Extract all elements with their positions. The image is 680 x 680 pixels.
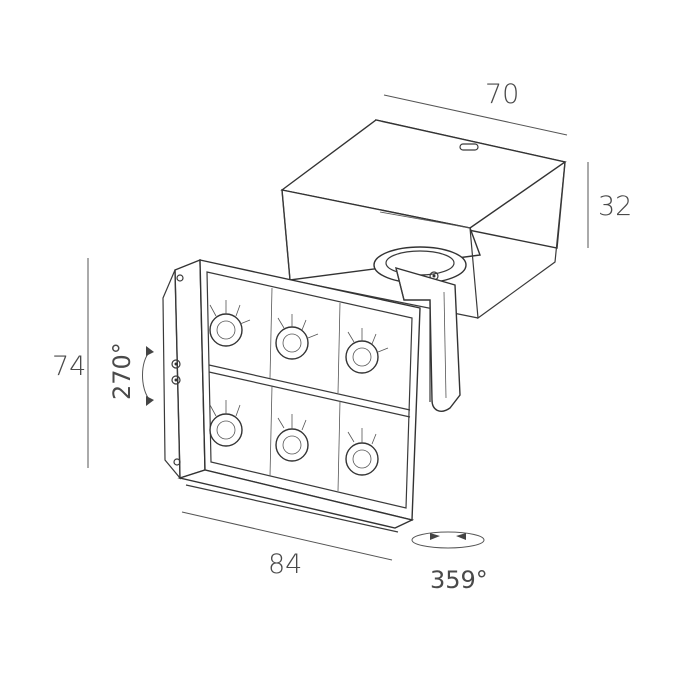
arrow-right-icon [430,533,440,540]
arrow-left-icon [456,533,466,540]
light-head [162,258,421,533]
bracket-arm [395,266,461,412]
dimension-width-head: 84 [181,511,393,580]
pan-label: 359° [430,566,488,594]
dim-84-label: 84 [268,549,302,580]
dim-74-label: 74 [52,351,86,382]
tilt-rotation-indicator: 270° [108,342,154,406]
dim-32-label: 32 [598,191,632,222]
dimension-height-box: 32 [587,162,632,248]
dim-70-label: 70 [485,79,519,110]
arrow-down-icon [146,396,154,406]
pan-rotation-indicator: 359° [411,531,488,594]
dimension-height-head: 74 [52,258,89,468]
tilt-label: 270° [108,342,136,400]
arrow-up-icon [146,346,154,356]
dimension-width-top: 70 [383,79,568,136]
led-array [209,313,379,476]
